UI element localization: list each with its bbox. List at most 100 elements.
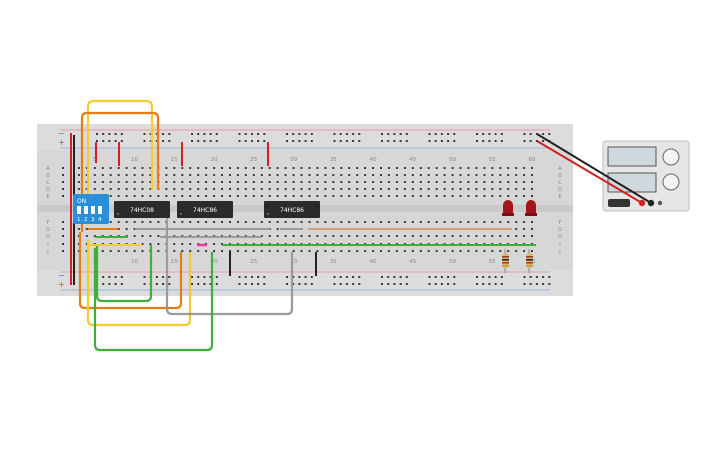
breadboard-hole[interactable] (332, 221, 335, 223)
breadboard-hole[interactable] (345, 276, 348, 278)
breadboard-hole[interactable] (523, 195, 526, 197)
breadboard-hole[interactable] (133, 221, 136, 223)
breadboard-hole[interactable] (221, 188, 223, 190)
breadboard-hole[interactable] (523, 188, 526, 190)
breadboard-hole[interactable] (356, 221, 359, 223)
breadboard-hole[interactable] (221, 167, 223, 169)
breadboard-hole[interactable] (276, 188, 279, 190)
breadboard-hole[interactable] (213, 181, 216, 183)
breadboard-hole[interactable] (523, 221, 526, 223)
breadboard-hole[interactable] (364, 221, 367, 223)
breadboard-hole[interactable] (300, 174, 303, 176)
breadboard-hole[interactable] (62, 174, 64, 176)
breadboard-hole[interactable] (162, 276, 165, 278)
breadboard-hole[interactable] (523, 167, 526, 169)
breadboard-hole[interactable] (62, 195, 64, 197)
breadboard-hole[interactable] (340, 174, 343, 176)
breadboard-hole[interactable] (292, 283, 295, 285)
breadboard-hole[interactable] (260, 174, 263, 176)
breadboard-hole[interactable] (257, 133, 260, 135)
breadboard-hole[interactable] (340, 167, 343, 169)
breadboard-hole[interactable] (535, 133, 538, 135)
breadboard-hole[interactable] (332, 188, 335, 190)
breadboard-hole[interactable] (101, 188, 104, 190)
dip-switch[interactable]: ON 1 2 3 4 (73, 194, 109, 224)
breadboard-hole[interactable] (387, 188, 390, 190)
breadboard-hole[interactable] (286, 283, 288, 285)
breadboard-hole[interactable] (276, 228, 279, 230)
dip-toggle-4[interactable] (98, 206, 102, 214)
breadboard-hole[interactable] (181, 250, 184, 252)
breadboard-hole[interactable] (427, 167, 430, 169)
breadboard-hole[interactable] (324, 167, 327, 169)
dip-toggle-3[interactable] (91, 206, 95, 214)
breadboard-hole[interactable] (300, 195, 303, 197)
breadboard-hole[interactable] (500, 133, 503, 135)
breadboard-hole[interactable] (300, 235, 303, 237)
breadboard-hole[interactable] (108, 276, 111, 278)
breadboard-hole[interactable] (292, 174, 295, 176)
breadboard-hole[interactable] (197, 188, 200, 190)
breadboard-hole[interactable] (453, 140, 456, 142)
dip-toggle-2[interactable] (84, 206, 88, 214)
breadboard-hole[interactable] (352, 276, 355, 278)
breadboard-hole[interactable] (356, 195, 359, 197)
breadboard-hole[interactable] (405, 133, 408, 135)
breadboard-hole[interactable] (395, 188, 398, 190)
breadboard-hole[interactable] (284, 174, 287, 176)
breadboard-hole[interactable] (403, 167, 406, 169)
breadboard-hole[interactable] (276, 221, 279, 223)
breadboard-hole[interactable] (387, 174, 390, 176)
breadboard-hole[interactable] (149, 195, 152, 197)
breadboard-hole[interactable] (85, 167, 88, 169)
breadboard-hole[interactable] (77, 167, 80, 169)
breadboard-hole[interactable] (499, 195, 502, 197)
breadboard-hole[interactable] (213, 195, 216, 197)
breadboard-hole[interactable] (411, 174, 414, 176)
breadboard-hole[interactable] (459, 250, 462, 252)
breadboard-hole[interactable] (203, 283, 206, 285)
breadboard-hole[interactable] (215, 276, 218, 278)
breadboard-hole[interactable] (191, 276, 193, 278)
breadboard-hole[interactable] (109, 188, 112, 190)
breadboard-hole[interactable] (482, 276, 485, 278)
breadboard-hole[interactable] (395, 195, 398, 197)
power-supply-ground-terminal[interactable] (657, 200, 663, 206)
breadboard-hole[interactable] (443, 235, 446, 237)
breadboard-hole[interactable] (324, 188, 327, 190)
breadboard-hole[interactable] (125, 221, 128, 223)
breadboard-hole[interactable] (173, 174, 176, 176)
breadboard-hole[interactable] (162, 133, 165, 135)
breadboard-hole[interactable] (149, 140, 152, 142)
breadboard-hole[interactable] (157, 221, 160, 223)
breadboard-hole[interactable] (507, 188, 510, 190)
breadboard-hole[interactable] (523, 250, 526, 252)
breadboard-hole[interactable] (276, 174, 279, 176)
breadboard-hole[interactable] (451, 181, 454, 183)
breadboard-hole[interactable] (387, 195, 390, 197)
wire-yellow-bottom-loop[interactable] (86, 240, 192, 327)
breadboard-hole[interactable] (203, 276, 206, 278)
breadboard-hole[interactable] (358, 283, 361, 285)
breadboard-hole[interactable] (284, 235, 287, 237)
breadboard-hole[interactable] (213, 243, 216, 245)
breadboard-hole[interactable] (310, 276, 313, 278)
breadboard-hole[interactable] (393, 276, 396, 278)
resistor-1[interactable] (502, 249, 509, 273)
breadboard-hole[interactable] (447, 276, 450, 278)
breadboard-hole[interactable] (542, 276, 545, 278)
breadboard-hole[interactable] (117, 181, 120, 183)
breadboard-hole[interactable] (476, 283, 478, 285)
ic-chip-1[interactable]: 74HC08 (114, 201, 170, 218)
breadboard-hole[interactable] (120, 276, 123, 278)
breadboard-hole[interactable] (85, 235, 88, 237)
breadboard-hole[interactable] (85, 181, 88, 183)
breadboard-hole[interactable] (205, 188, 208, 190)
breadboard-hole[interactable] (440, 140, 443, 142)
breadboard-hole[interactable] (181, 188, 184, 190)
breadboard-hole[interactable] (419, 174, 422, 176)
breadboard-hole[interactable] (250, 140, 253, 142)
breadboard-hole[interactable] (120, 140, 123, 142)
breadboard-hole[interactable] (393, 140, 396, 142)
breadboard-hole[interactable] (133, 250, 136, 252)
